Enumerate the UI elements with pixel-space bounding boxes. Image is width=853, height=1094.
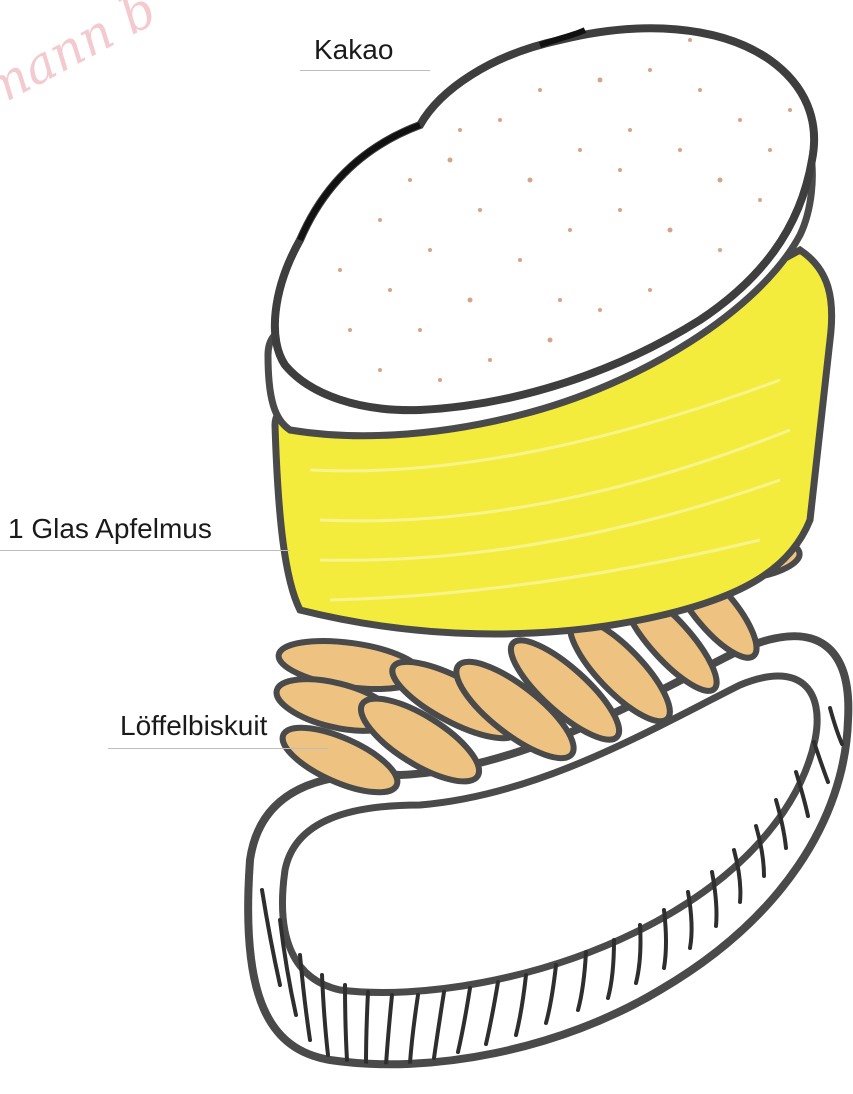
label-kakao: Kakao bbox=[314, 36, 393, 64]
label-apfelmus-line bbox=[0, 550, 290, 551]
label-loeffelbiskuit-line bbox=[108, 748, 328, 749]
label-loeffelbiskuit: Löffelbiskuit bbox=[120, 712, 267, 740]
label-kakao-line bbox=[300, 70, 430, 71]
label-apfelmus: 1 Glas Apfelmus bbox=[8, 515, 212, 543]
